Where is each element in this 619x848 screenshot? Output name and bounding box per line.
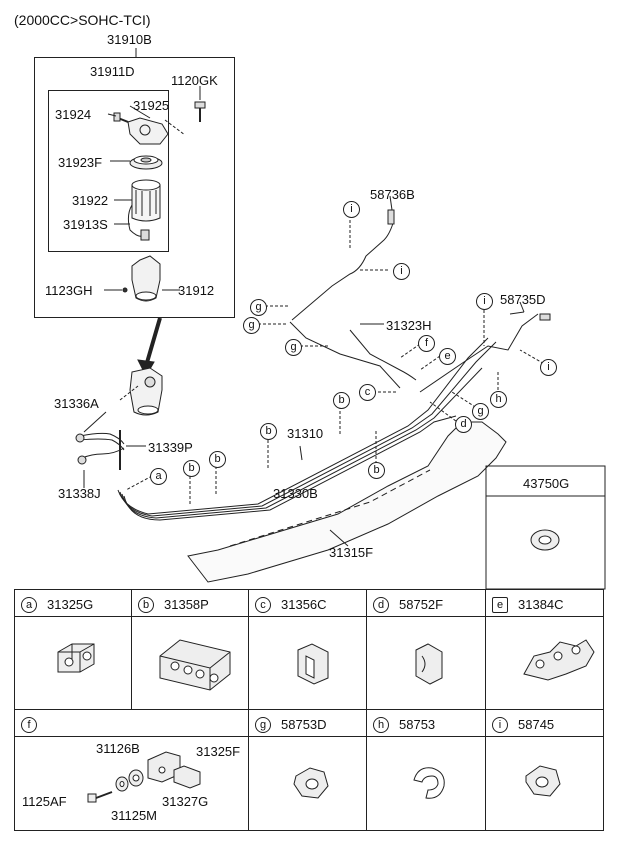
- label-31126B[interactable]: 31126B: [96, 741, 140, 756]
- callout-g[interactable]: g: [472, 403, 489, 420]
- fuel-tube-bundle: [117, 337, 497, 521]
- callout-b[interactable]: b: [333, 392, 350, 409]
- label-31327G[interactable]: 31327G: [162, 794, 209, 809]
- washer-31126B-icon: [115, 776, 129, 792]
- legend-image-i: [485, 736, 604, 831]
- callout-b[interactable]: b: [183, 460, 200, 477]
- callout-i[interactable]: i: [343, 201, 360, 218]
- model-title: (2000CC>SOHC-TCI): [14, 12, 151, 28]
- assembly-inner-frame: [48, 90, 169, 252]
- callout-d[interactable]: d: [455, 416, 472, 433]
- label-43750G[interactable]: 43750G: [523, 476, 570, 491]
- label-31923F[interactable]: 31923F: [58, 155, 103, 170]
- clip-58745-icon: [525, 765, 561, 797]
- installed-filter-drawing: [129, 367, 163, 416]
- assembly-outer-frame: [34, 57, 235, 318]
- label-58735D[interactable]: 58735D: [500, 292, 546, 307]
- label-1123GH[interactable]: 1123GH: [45, 283, 93, 298]
- seal-ring-drawing: [129, 155, 163, 170]
- label-31330B[interactable]: 31330B: [273, 486, 318, 501]
- callout-i[interactable]: i: [393, 263, 410, 280]
- label-31310[interactable]: 31310: [287, 426, 324, 441]
- clip-58753D-icon: [293, 767, 329, 799]
- clip-31325G-icon: [57, 643, 95, 673]
- label-31323H[interactable]: 31323H: [386, 318, 432, 333]
- label-1125AF[interactable]: 1125AF: [22, 794, 67, 809]
- callout-e[interactable]: e: [439, 348, 456, 365]
- callout-a[interactable]: a: [150, 468, 167, 485]
- clip-31358P-icon: [159, 639, 231, 691]
- grommet-43750G-drawing: [530, 529, 560, 551]
- label-31338J[interactable]: 31338J: [58, 486, 101, 501]
- callout-h[interactable]: h: [490, 391, 507, 408]
- heat-shield-drawing: [187, 421, 507, 583]
- callout-g[interactable]: g: [285, 339, 302, 356]
- callout-b[interactable]: b: [368, 462, 385, 479]
- label-31911D[interactable]: 31911D: [90, 64, 135, 79]
- filter-bracket-drawing: [131, 255, 161, 302]
- label-31922[interactable]: 31922: [72, 193, 109, 208]
- callout-b[interactable]: b: [209, 451, 226, 468]
- clip-58753-icon: [413, 767, 445, 799]
- label-31336A[interactable]: 31336A: [54, 396, 99, 411]
- clip-31356C-icon: [297, 643, 329, 685]
- label-1120GK[interactable]: 1120GK: [171, 73, 218, 88]
- callout-i[interactable]: i: [540, 359, 557, 376]
- label-31325F[interactable]: 31325F: [196, 744, 241, 759]
- clip-31384C-icon: [523, 639, 595, 681]
- label-31925[interactable]: 31925: [133, 98, 170, 113]
- bushing-31125M-icon: [128, 769, 144, 787]
- label-31913S[interactable]: 31913S: [63, 217, 108, 232]
- label-31924[interactable]: 31924: [55, 107, 92, 122]
- label-31315F[interactable]: 31315F: [329, 545, 374, 560]
- callout-g[interactable]: g: [250, 299, 267, 316]
- label-31339P[interactable]: 31339P: [148, 440, 193, 455]
- clip-58752F-icon: [415, 643, 443, 685]
- callout-g[interactable]: g: [243, 317, 260, 334]
- callout-f[interactable]: f: [418, 335, 435, 352]
- clip-31327G-icon: [173, 765, 201, 789]
- filter-head-drawing: [113, 112, 169, 145]
- filter-cartridge-drawing: [131, 179, 161, 222]
- label-31912[interactable]: 31912: [178, 283, 215, 298]
- callout-c[interactable]: c: [359, 384, 376, 401]
- label-58736B[interactable]: 58736B: [370, 187, 415, 202]
- callout-b[interactable]: b: [260, 423, 277, 440]
- callout-i[interactable]: i: [476, 293, 493, 310]
- label-31125M[interactable]: 31125M: [111, 808, 158, 823]
- label-31910B[interactable]: 31910B: [107, 32, 152, 47]
- bolt-1125AF-icon: [87, 791, 113, 803]
